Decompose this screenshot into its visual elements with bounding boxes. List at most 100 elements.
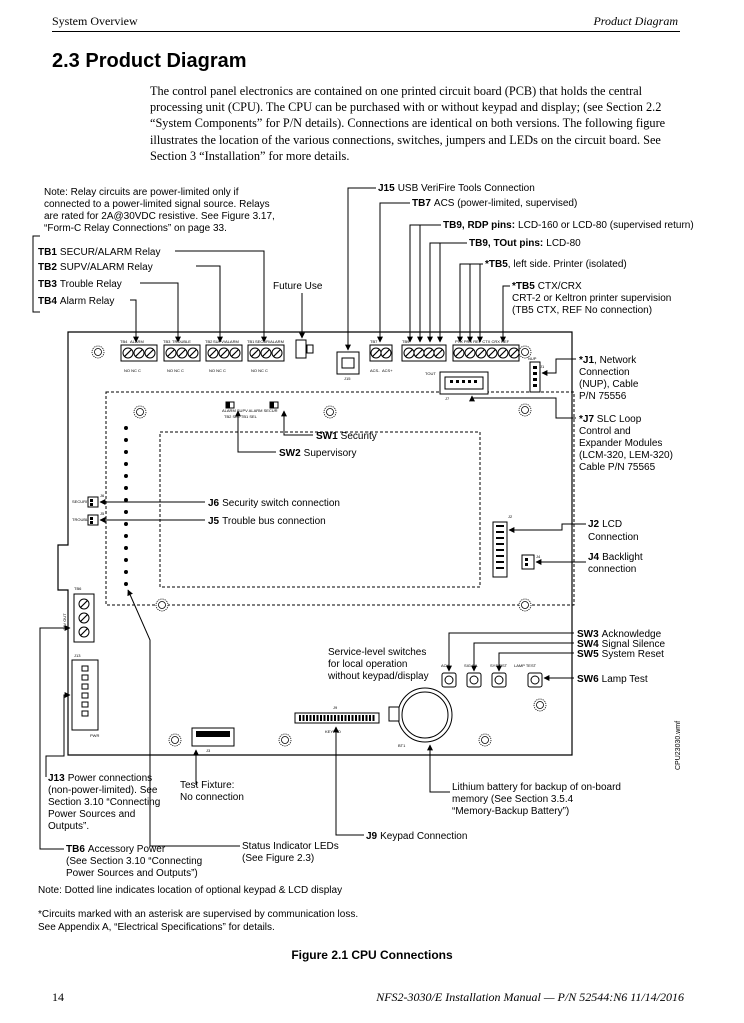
tb1-secur-block: TB1 SECUR/ALARM NO NC C [247,339,285,373]
service-switches-callout: Service-level switches for local operati… [327,647,429,682]
svg-text:SUPV/ALARM: SUPV/ALARM [213,339,239,344]
svg-text:Outputs”.: Outputs”. [48,821,89,832]
svg-text:NO NC C: NO NC C [167,368,184,373]
sw1-sw2-switches: ALARM SUPV ALARM SECUR TB2 SEL TB1 SEL [222,401,279,419]
sw6-lamp-test-button: LAMP TEST [514,663,543,688]
svg-text:Test Fixture:: Test Fixture: [180,780,234,791]
svg-text:(See Section 3.10 “Connecting: (See Section 3.10 “Connecting [66,856,202,867]
svg-text:Section 3.10 “Connecting: Section 3.10 “Connecting [48,797,160,808]
tb9-tout-callout: TB9, TOut pins:LCD-80 [469,238,581,249]
leader-lines [32,187,586,850]
sw3-acknowledge-button: ACK [441,663,457,688]
battery-callout: Lithium battery for backup of on-board m… [452,782,621,817]
running-header-left: System Overview [52,14,138,28]
svg-text:CRT-2 or Keltron printer super: CRT-2 or Keltron printer supervision [512,293,671,304]
svg-text:(LCM-320, LEM-320): (LCM-320, LEM-320) [579,450,673,461]
j4-backlight-connector: J4 [521,554,541,570]
svg-text:24V OUT: 24V OUT [62,613,67,630]
bt1-lithium-battery: BT1 [388,687,453,748]
svg-text:SECURITY: SECURITY [72,499,93,504]
svg-text:Lithium battery for backup of: Lithium battery for backup of on-board [452,782,621,793]
section-title: 2.3 Product Diagram [52,50,247,72]
svg-text:TB3: TB3 [163,339,171,344]
running-header-right: Product Diagram [593,14,678,28]
svg-text:TROUBLE: TROUBLE [172,339,191,344]
svg-text:TB1: TB1 [247,339,255,344]
svg-text:(TB5 CTX, REF No connection): (TB5 CTX, REF No connection) [512,305,652,316]
svg-text:Note: Relay circuits are power: Note: Relay circuits are power-limited o… [44,187,239,198]
svg-text:TB2: TB2 [205,339,213,344]
svg-text:TB6: TB6 [74,586,82,591]
svg-text:J6: J6 [100,493,105,498]
tb6-accessory-power: TB6 24V OUT [62,586,95,643]
svg-text:J7: J7 [445,396,450,401]
svg-text:J13: J13 [74,653,81,658]
svg-text:KEYPAD: KEYPAD [325,729,341,734]
svg-text:Connection: Connection [579,367,630,378]
svg-text:NO NC C: NO NC C [209,368,226,373]
svg-text:SECUR/ALARM: SECUR/ALARM [255,339,284,344]
svg-text:“Memory-Backup Battery”): “Memory-Backup Battery”) [452,806,569,817]
sw4-signal-silence-button: SIG SIL [464,663,482,688]
pcb-outline [57,331,573,756]
j6-security-jumper: SECURITY J6 [72,493,105,508]
svg-text:J15: J15 [344,376,351,381]
intro-paragraph: The control panel electronics are contai… [150,84,666,163]
svg-text:NO NC C: NO NC C [251,368,268,373]
tb9-block: TB9 TOUT [401,339,447,376]
svg-text:Power Sources and: Power Sources and [48,809,135,820]
header-rule [52,31,680,32]
svg-text:Expander Modules: Expander Modules [579,438,662,449]
page-number: 14 [52,990,64,1004]
figure-file-code: CPU23030.wmf [675,721,682,770]
svg-text:(NUP), Cable: (NUP), Cable [579,379,639,390]
svg-text:J9: J9 [333,705,338,710]
svg-text:J3: J3 [206,748,211,753]
svg-text:NUP: NUP [528,356,537,361]
svg-text:connected to a power-limited s: connected to a power-limited signal sour… [44,199,270,210]
footer-manual-info: NFS2-3030/E Installation Manual — P/N 52… [376,990,684,1004]
svg-text:ALARM: ALARM [130,339,144,344]
svg-text:Status Indicator LEDs: Status Indicator LEDs [242,841,339,852]
svg-text:TB9: TB9 [402,339,410,344]
svg-text:NO NC C: NO NC C [124,368,141,373]
svg-text:J1: J1 [540,364,545,369]
svg-text:PWR: PWR [90,733,99,738]
svg-text:*J7 SLC Loop: *J7 SLC Loop [579,414,642,425]
svg-text:“Form-C Relay Connections” on: “Form-C Relay Connections” on page 33. [44,223,227,234]
svg-text:No connection: No connection [180,792,244,803]
svg-text:TOUT: TOUT [425,371,436,376]
svg-text:BT1: BT1 [398,743,406,748]
svg-text:memory (See Section 3.5.4: memory (See Section 3.5.4 [452,794,574,805]
j15-usb-connector: J15 [336,351,360,381]
future-use-component [295,339,307,359]
j3-test-fixture: J3 [191,727,235,753]
svg-text:ACS-: ACS- [370,368,380,373]
tb3-trouble-block: TB3 TROUBLE NO NC C [163,339,201,373]
tb7-acs-block: TB7 ACS- ACS+ [369,339,393,373]
svg-text:Control and: Control and [579,426,631,437]
svg-text:Cable P/N 75565: Cable P/N 75565 [579,462,656,473]
svg-text:LAMP TEST: LAMP TEST [514,663,537,668]
svg-text:Power Sources and Outputs”): Power Sources and Outputs”) [66,868,198,879]
svg-text:J4: J4 [536,554,541,559]
j2-lcd-connector: J2 [492,514,513,578]
